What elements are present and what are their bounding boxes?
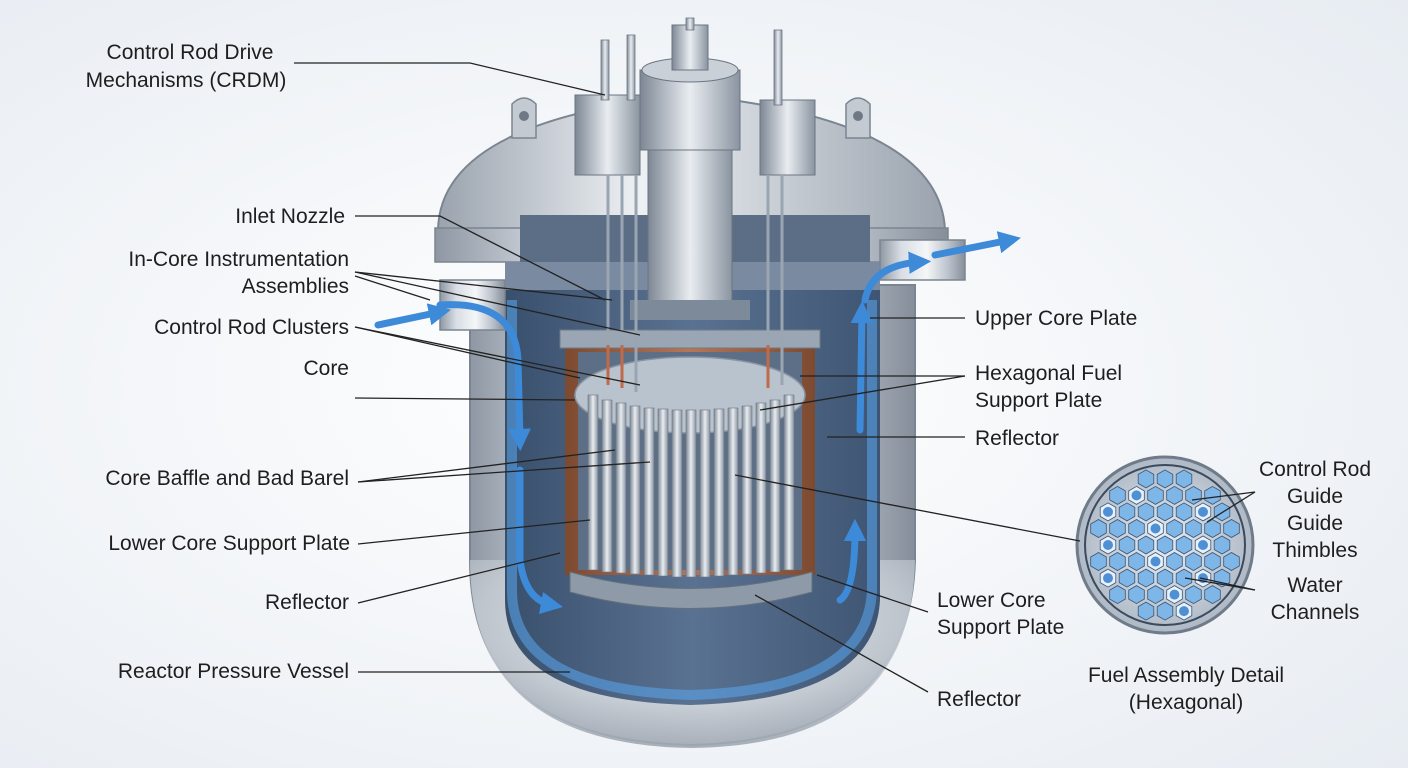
fuel-cell <box>1109 585 1126 605</box>
label-reflector-left: Reflector <box>265 591 349 614</box>
label-hex-support-line1: Hexagonal Fuel <box>975 362 1122 385</box>
fuel-cell <box>1204 519 1221 538</box>
fuel-cell <box>1118 568 1136 588</box>
fuel-cell <box>1137 469 1155 489</box>
fuel-cell <box>1223 552 1240 571</box>
label-crdm-line2: Mechanisms (CRDM) <box>86 69 287 92</box>
fuel-cell <box>1156 535 1174 555</box>
label-instrumentation-line1: In-Core Instrumentation <box>128 248 349 271</box>
fuel-cell <box>1156 568 1174 588</box>
fuel-cell <box>1204 552 1221 571</box>
fuel-cell <box>1185 485 1202 505</box>
fuel-cell <box>1185 552 1202 571</box>
label-detail-title-line1: Fuel Assembly Detail <box>1088 664 1284 687</box>
label-inlet-nozzle: Inlet Nozzle <box>235 205 345 228</box>
guide-thimble-cell <box>1131 490 1142 501</box>
fuel-cell <box>1147 485 1164 505</box>
fuel-cell <box>1109 485 1126 505</box>
fuel-cell <box>1137 601 1155 621</box>
guide-thimble-cell <box>1179 606 1189 617</box>
labels: Control Rod Drive Mechanisms (CRDM) Inle… <box>86 41 1371 714</box>
guide-thimble-cell <box>1198 506 1208 517</box>
fuel-cell <box>1166 519 1183 538</box>
fuel-cell <box>1156 502 1174 522</box>
label-reflector-bottom: Reflector <box>937 688 1021 711</box>
label-instrumentation-line2: Assemblies <box>242 275 349 298</box>
guide-thimble-cell <box>1169 589 1180 600</box>
reactor-vessel <box>434 17 966 748</box>
fuel-cell <box>1166 485 1183 505</box>
label-core-baffle: Core Baffle and Bad Barel <box>105 467 349 490</box>
fuel-cell <box>1137 535 1155 555</box>
guide-thimble-cell <box>1103 506 1113 517</box>
coolant-flow-arrows <box>374 231 1021 614</box>
fuel-cell <box>1175 469 1193 489</box>
fuel-cell <box>1109 552 1126 571</box>
fuel-assembly-cells <box>1090 469 1240 621</box>
fuel-cell <box>1090 519 1107 538</box>
fuel-cell <box>1223 519 1240 538</box>
fuel-cell <box>1147 585 1164 605</box>
fuel-cell <box>1204 485 1221 505</box>
guide-thimble-cell <box>1150 556 1161 567</box>
label-lower-core-support-right-line2: Support Plate <box>937 616 1064 639</box>
fuel-cell <box>1185 585 1202 605</box>
fuel-cell <box>1213 535 1231 555</box>
fuel-cell <box>1109 519 1126 538</box>
fuel-cell <box>1156 469 1174 489</box>
fuel-cell <box>1156 601 1174 621</box>
label-reactor-pressure-vessel: Reactor Pressure Vessel <box>118 660 349 683</box>
fuel-cell <box>1128 585 1145 605</box>
fuel-cell <box>1166 552 1183 571</box>
label-detail-water: Water <box>1287 574 1342 597</box>
guide-thimble-cell <box>1150 523 1161 534</box>
label-lower-core-support-right-line1: Lower Core <box>937 589 1046 612</box>
fuel-cell <box>1118 502 1136 522</box>
label-hex-support-line2: Support Plate <box>975 389 1102 412</box>
fuel-assembly-detail <box>1075 455 1255 635</box>
label-upper-core-plate: Upper Core Plate <box>975 307 1137 330</box>
fuel-cell <box>1175 568 1193 588</box>
fuel-cell <box>1128 552 1145 571</box>
guide-thimble-cell <box>1103 540 1113 550</box>
guide-thimble-cell <box>1198 540 1208 550</box>
fuel-cell <box>1128 519 1145 538</box>
label-crdm-line1: Control Rod Drive <box>107 41 274 64</box>
fuel-cell <box>1137 502 1155 522</box>
label-control-rod-clusters: Control Rod Clusters <box>154 316 349 339</box>
fuel-cell <box>1204 585 1221 605</box>
label-lower-core-support-left: Lower Core Support Plate <box>108 532 350 555</box>
label-detail-control-rod: Control Rod <box>1259 458 1371 481</box>
label-reflector-right: Reflector <box>975 427 1059 450</box>
label-detail-thimbles: Thimbles <box>1272 539 1357 562</box>
fuel-cell <box>1175 535 1193 555</box>
fuel-cell <box>1137 568 1155 588</box>
label-detail-guide: Guide <box>1287 485 1343 508</box>
leader-lines <box>294 62 1256 693</box>
label-core: Core <box>303 357 349 380</box>
label-detail-channels: Channels <box>1271 601 1360 624</box>
fuel-cell <box>1175 502 1193 522</box>
guide-thimble-cell <box>1103 573 1113 584</box>
label-detail-title-line2: (Hexagonal) <box>1129 691 1243 714</box>
fuel-cell <box>1185 519 1202 538</box>
fuel-cell <box>1118 535 1136 555</box>
label-detail-guide-2: Guide <box>1287 512 1343 535</box>
fuel-cell <box>1090 552 1107 571</box>
